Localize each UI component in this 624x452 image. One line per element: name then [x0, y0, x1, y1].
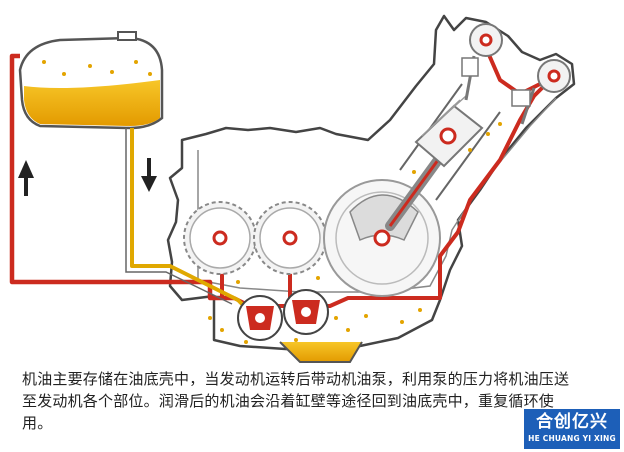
brand-logo-english: HE CHUANG YI XING: [528, 434, 616, 443]
oil-suction-line-inner: [125, 128, 233, 305]
down-arrow-icon: [141, 158, 157, 192]
diagram-caption: 机油主要存储在油底壳中，当发动机运转后带动机油泵，利用泵的压力将机油压送至发动机…: [22, 370, 570, 432]
brand-logo: 合创亿兴 HE CHUANG YI XING: [524, 409, 620, 449]
oil-pressure-line: [9, 53, 234, 301]
brand-logo-chinese: 合创亿兴: [536, 412, 608, 432]
cam-oil-line: [484, 47, 553, 96]
oil-tank-cap: [117, 31, 137, 41]
up-arrow-icon: [18, 160, 34, 196]
oil-tank-level: [24, 80, 160, 126]
piston: [414, 95, 484, 168]
connecting-rod: [385, 155, 443, 231]
camshaft-right: [537, 59, 571, 93]
oil-drops: [42, 60, 152, 76]
valve-spring-left: [461, 55, 479, 101]
valve-spring-right: [511, 87, 536, 125]
return-oil-drops: [208, 122, 502, 344]
crankshaft: [323, 179, 441, 297]
oil-pump-right: [283, 289, 329, 335]
oil-pump-left: [237, 295, 283, 341]
camshaft-left: [469, 23, 503, 57]
oil-pan: [279, 341, 363, 363]
timing-gear-left: [183, 201, 257, 275]
timing-gear-right: [253, 201, 327, 275]
